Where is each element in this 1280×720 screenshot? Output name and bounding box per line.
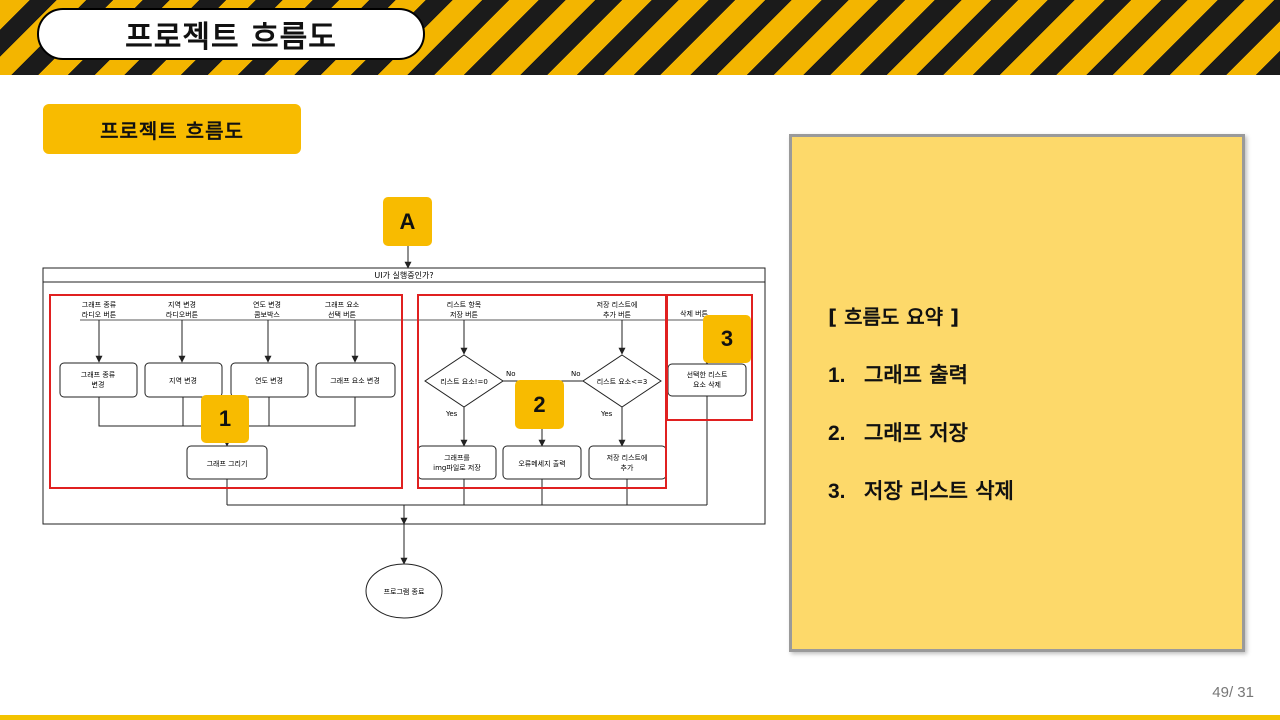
page-number: 49/ 31 (1212, 684, 1254, 701)
process-save-img (417, 445, 497, 480)
svg-text:리스트 항목: 리스트 항목 (447, 300, 482, 309)
svg-text:지역 변경: 지역 변경 (168, 300, 196, 309)
trigger-add-list: 저장 리스트에 추가 버튼 (597, 300, 638, 319)
label-yes-2: Yes (600, 410, 613, 418)
svg-text:선택한 리스트: 선택한 리스트 (687, 370, 728, 379)
label-no-1: No (506, 370, 516, 378)
marker-a: A (383, 197, 432, 246)
trigger-graph-type: 그래프 종류 라디오 버튼 (82, 300, 117, 319)
summary-item: 3.저장 리스트 삭제 (828, 479, 1014, 503)
slide-title: 프로젝트 흐름도 (37, 8, 425, 60)
svg-text:그래프 종류: 그래프 종류 (82, 300, 117, 309)
svg-text:리스트 요소<=3: 리스트 요소<=3 (597, 377, 648, 386)
svg-text:연도 변경: 연도 변경 (253, 300, 281, 309)
highlight-group-3 (666, 294, 753, 421)
flowchart-header: UI가 실행중인가? (374, 270, 433, 280)
svg-text:변경: 변경 (92, 380, 105, 389)
trigger-save-list: 리스트 항목 저장 버튼 (447, 300, 482, 319)
section-label-button: 프로젝트 흐름도 (43, 104, 301, 154)
summary-heading: [ 흐름도 요약 ] (828, 305, 960, 329)
svg-text:추가 버튼: 추가 버튼 (603, 310, 632, 319)
svg-text:라디오버튼: 라디오버튼 (166, 310, 199, 319)
svg-text:요소 삭제: 요소 삭제 (693, 380, 721, 389)
svg-text:라디오 버튼: 라디오 버튼 (82, 310, 117, 319)
svg-text:저장 리스트에: 저장 리스트에 (597, 300, 638, 309)
highlight-group-1 (49, 294, 403, 489)
svg-text:콤보박스: 콤보박스 (254, 310, 280, 319)
svg-text:그래프를: 그래프를 (444, 453, 470, 462)
svg-text:그래프 종류: 그래프 종류 (81, 370, 116, 379)
summary-item: 1.그래프 출력 (828, 363, 968, 387)
trigger-element: 그래프 요소 선택 버튼 (325, 300, 360, 319)
svg-text:그래프 요소 변경: 그래프 요소 변경 (330, 376, 380, 385)
marker-1: 1 (201, 395, 249, 443)
trigger-delete: 삭제 버튼 (680, 309, 709, 318)
label-no-2: No (571, 370, 581, 378)
svg-text:저장 리스트에: 저장 리스트에 (607, 453, 648, 462)
process-delete-selected (667, 363, 747, 397)
svg-text:프로그램 종료: 프로그램 종료 (384, 588, 425, 596)
trigger-year: 연도 변경 콤보박스 (253, 300, 281, 319)
svg-text:리스트 요소!=0: 리스트 요소!=0 (440, 377, 488, 386)
svg-text:선택 버튼: 선택 버튼 (328, 310, 357, 319)
summary-panel: [ 흐름도 요약 ] 1.그래프 출력 2.그래프 저장 3.저장 리스트 삭제 (789, 134, 1245, 652)
svg-text:지역 변경: 지역 변경 (169, 376, 197, 385)
svg-text:저장 버튼: 저장 버튼 (450, 310, 479, 319)
bottom-accent-line (0, 715, 1280, 720)
trigger-region: 지역 변경 라디오버튼 (166, 300, 199, 319)
svg-text:그래프 그리기: 그래프 그리기 (207, 459, 248, 468)
summary-item: 2.그래프 저장 (828, 421, 968, 445)
svg-text:추가: 추가 (621, 463, 634, 472)
svg-text:오류메세지 출력: 오류메세지 출력 (518, 459, 565, 468)
process-type-change (59, 362, 138, 398)
svg-text:연도 변경: 연도 변경 (255, 376, 283, 385)
marker-3: 3 (703, 315, 751, 363)
marker-2: 2 (515, 380, 564, 429)
process-add-to-list (588, 445, 667, 480)
svg-text:img파일로 저장: img파일로 저장 (433, 463, 481, 472)
svg-text:그래프 요소: 그래프 요소 (325, 300, 360, 309)
label-yes-1: Yes (445, 410, 458, 418)
terminal-end (365, 563, 443, 619)
